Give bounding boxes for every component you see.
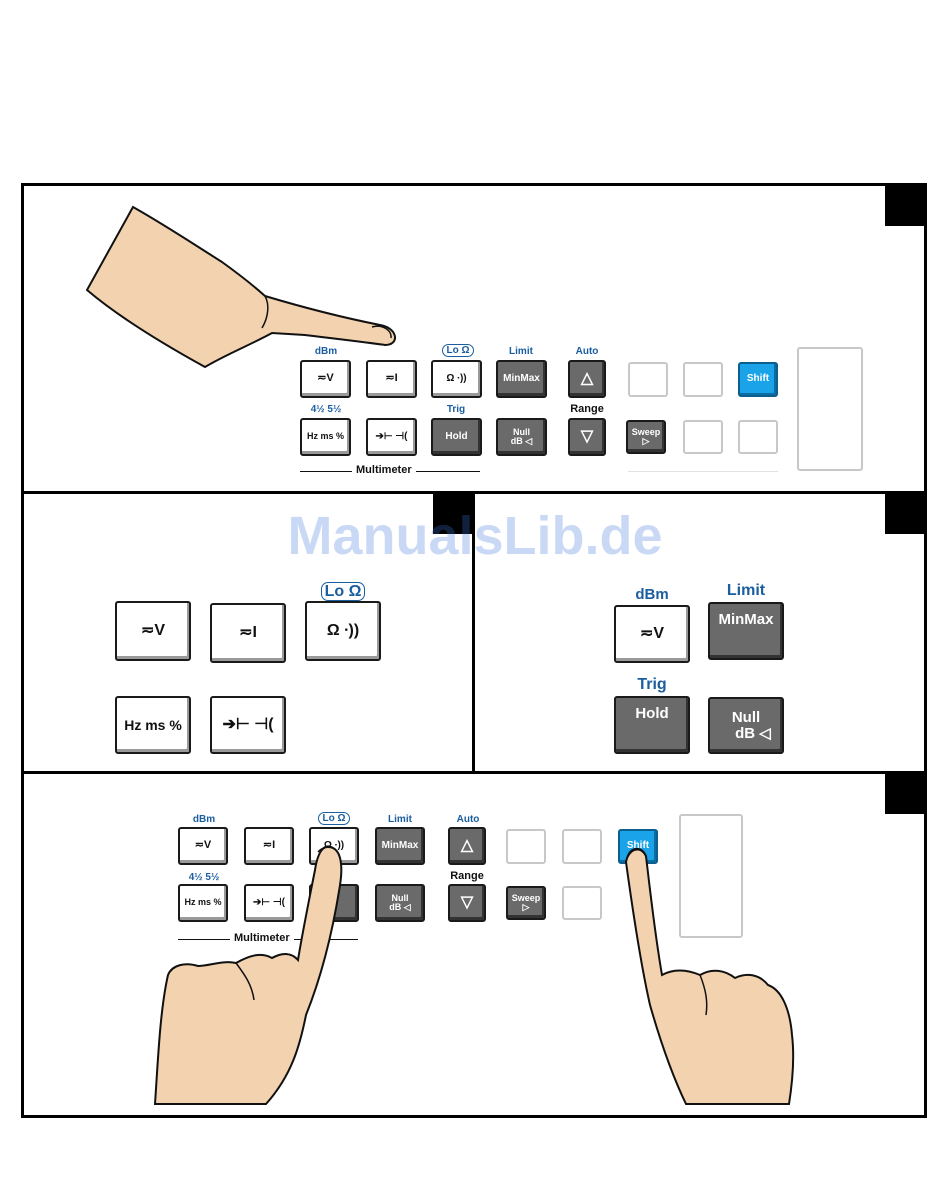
ac-voltage-key-zoom[interactable]: ≂V bbox=[614, 605, 690, 663]
middle-divider bbox=[472, 491, 475, 775]
middle-right-corner-mark bbox=[885, 494, 925, 534]
trig-label: Trig bbox=[446, 404, 466, 415]
auto-label: Auto bbox=[575, 346, 599, 357]
minmax-key[interactable]: MinMax bbox=[496, 360, 547, 398]
voltage-key-faded-bottom[interactable] bbox=[506, 829, 546, 864]
range-up-key-bottom[interactable]: △ bbox=[448, 827, 486, 865]
sweep-key-bottom[interactable]: Sweep▷ bbox=[506, 886, 546, 920]
source-rule-faded bbox=[628, 471, 778, 472]
auto-label-bottom: Auto bbox=[456, 814, 480, 825]
lo-ohm-label-large: Lo Ω bbox=[305, 582, 381, 601]
hz-ms-percent-key-large[interactable]: Hz ms % bbox=[115, 696, 191, 754]
range-label: Range bbox=[570, 403, 604, 415]
lo-ohm-label-bottom: Lo Ω bbox=[308, 812, 360, 825]
multimeter-label: Multimeter bbox=[352, 464, 416, 476]
diode-capacitor-key-large[interactable]: ➔⊢ ⊣( bbox=[210, 696, 286, 754]
half-digits-label: 4½ 5½ bbox=[310, 404, 342, 415]
ac-voltage-key-bottom[interactable]: ≂V bbox=[178, 827, 228, 865]
diode-capacitor-key-bottom[interactable]: ➔⊢ ⊣( bbox=[244, 884, 294, 922]
dbm-label: dBm bbox=[314, 346, 338, 357]
range-down-key[interactable]: ▽ bbox=[568, 418, 606, 456]
lo-ohm-label: Lo Ω bbox=[432, 344, 484, 357]
waveform-key-faded-bottom[interactable] bbox=[562, 886, 602, 920]
hz-ms-percent-key[interactable]: Hz ms % bbox=[300, 418, 351, 456]
ac-current-key[interactable]: ≂I bbox=[366, 360, 417, 398]
watermark: ManualsLib.de bbox=[287, 506, 663, 566]
power-switch-faded-bottom[interactable] bbox=[679, 814, 743, 938]
middle-left-corner-mark bbox=[433, 494, 473, 534]
minmax-key-zoom[interactable]: MinMax bbox=[708, 602, 784, 660]
trig-label-large: Trig bbox=[637, 676, 667, 693]
diode-capacitor-key[interactable]: ➔⊢ ⊣( bbox=[366, 418, 417, 456]
output-key-faded[interactable] bbox=[738, 420, 778, 454]
range-label-bottom: Range bbox=[450, 870, 484, 882]
current-key-faded[interactable] bbox=[683, 362, 723, 397]
bottom-frame-corner-mark bbox=[885, 774, 925, 814]
hold-key[interactable]: Hold bbox=[431, 418, 482, 456]
voltage-key-faded[interactable] bbox=[628, 362, 668, 397]
dbm-label-bottom: dBm bbox=[192, 814, 216, 825]
limit-label: Limit bbox=[509, 346, 533, 357]
multimeter-label-bottom: Multimeter bbox=[230, 932, 294, 944]
range-down-key-bottom[interactable]: ▽ bbox=[448, 884, 486, 922]
ac-current-key-bottom[interactable]: ≂I bbox=[244, 827, 294, 865]
half-digits-label-bottom: 4½ 5½ bbox=[188, 872, 220, 883]
ac-current-key-large[interactable]: ≂I bbox=[210, 603, 286, 663]
shift-key[interactable]: Shift bbox=[738, 362, 778, 397]
ohm-key-large[interactable]: Ω ∙)) bbox=[305, 601, 381, 661]
ac-voltage-key[interactable]: ≂V bbox=[300, 360, 351, 398]
hz-ms-percent-key-bottom[interactable]: Hz ms % bbox=[178, 884, 228, 922]
sweep-key[interactable]: Sweep▷ bbox=[626, 420, 666, 454]
current-key-faded-bottom[interactable] bbox=[562, 829, 602, 864]
power-switch-faded[interactable] bbox=[797, 347, 863, 471]
limit-label-large: Limit bbox=[726, 582, 766, 599]
top-frame-corner-mark bbox=[885, 186, 925, 226]
range-up-key[interactable]: △ bbox=[568, 360, 606, 398]
waveform-key-faded[interactable] bbox=[683, 420, 723, 454]
ohm-key[interactable]: Ω ∙)) bbox=[431, 360, 482, 398]
ac-voltage-key-large[interactable]: ≂V bbox=[115, 601, 191, 661]
dbm-label-large: dBm bbox=[635, 586, 669, 603]
limit-label-bottom: Limit bbox=[388, 814, 412, 825]
minmax-key-bottom[interactable]: MinMax bbox=[375, 827, 425, 865]
hold-key-zoom[interactable]: Hold bbox=[614, 696, 690, 754]
